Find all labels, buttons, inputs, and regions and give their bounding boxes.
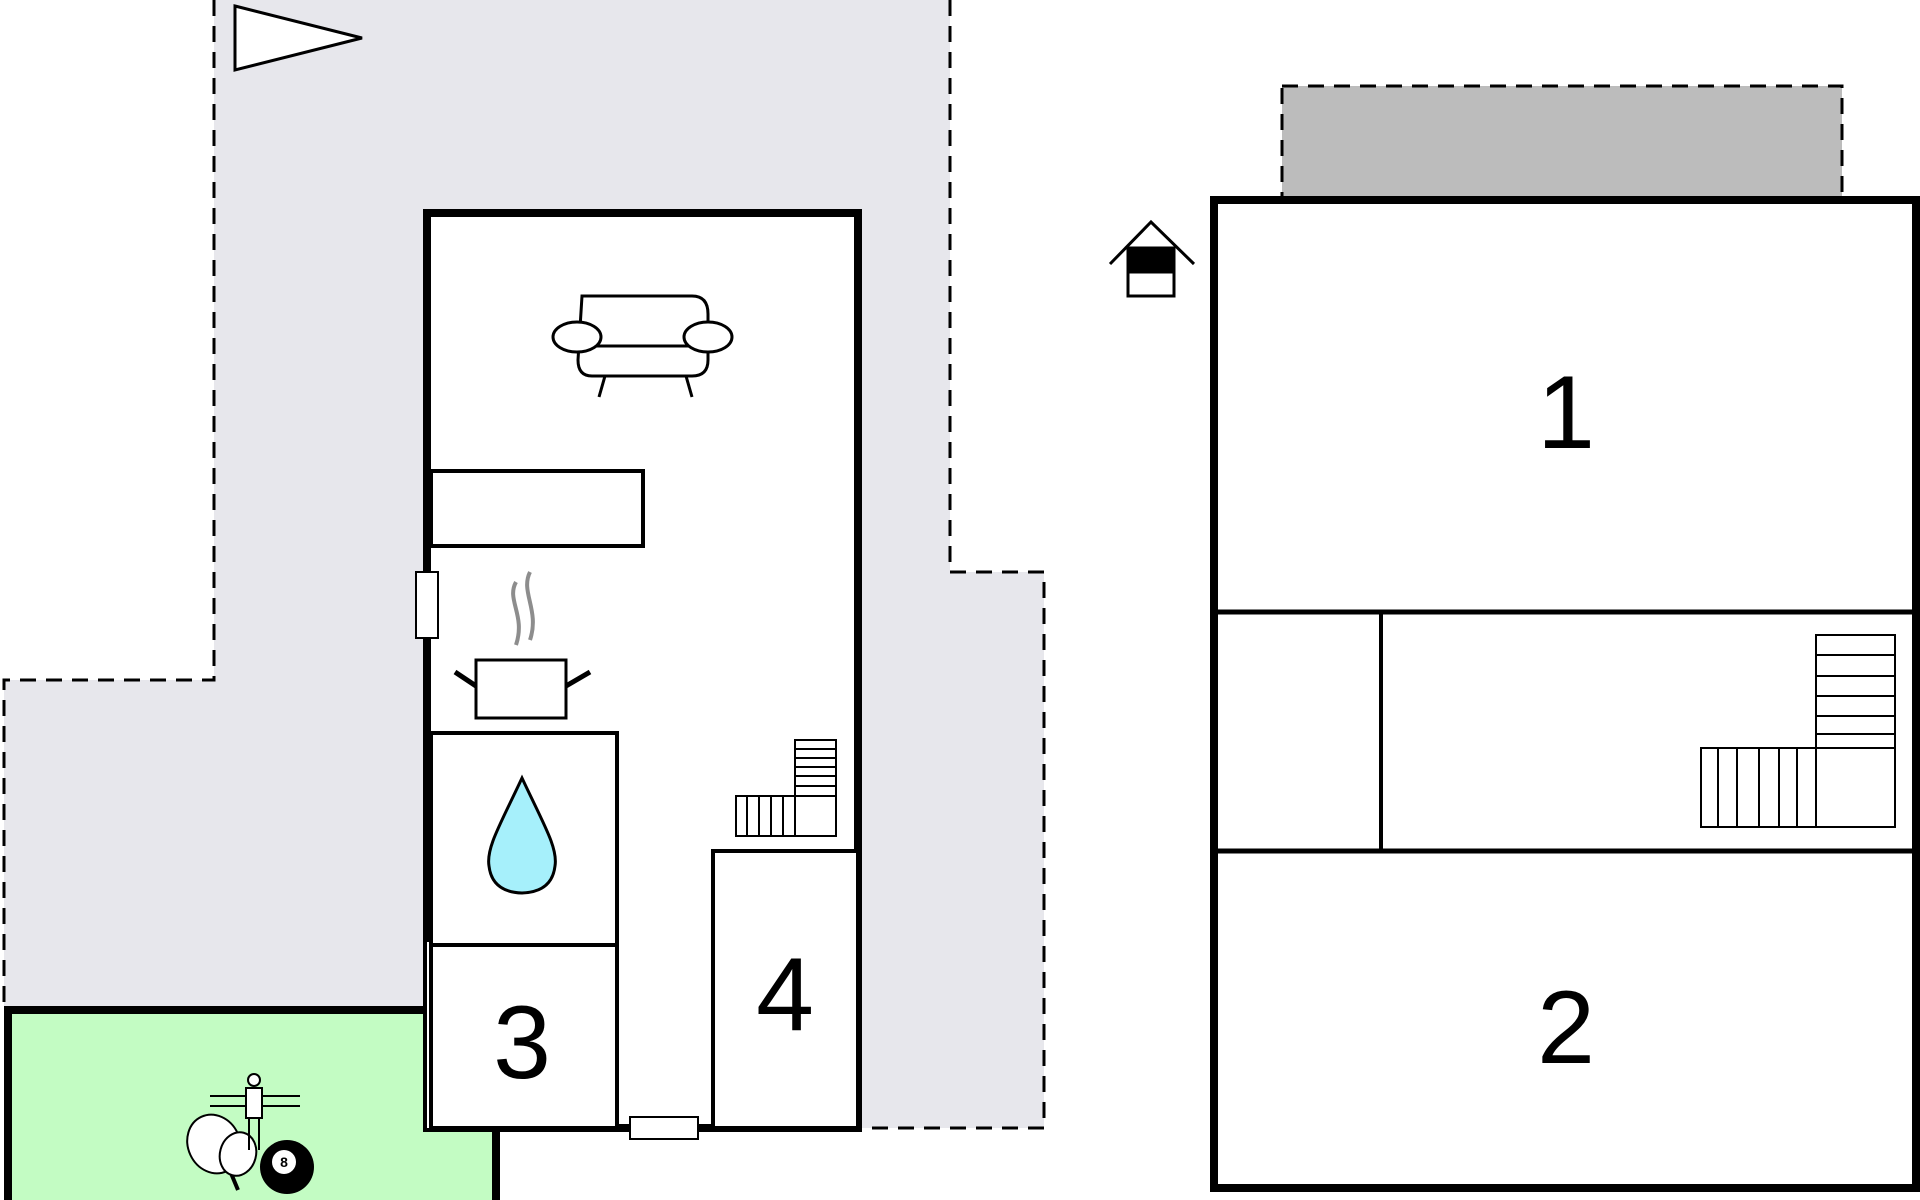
room-3 (429, 943, 619, 1130)
billiard-ball-icon: 8 (260, 1140, 314, 1194)
window-left (415, 571, 439, 639)
water-drop-icon (487, 774, 557, 895)
cooking-pot-icon (453, 571, 592, 720)
room-number-3: 3 (493, 985, 551, 1101)
room-4 (711, 849, 860, 1130)
terrace-outline (2, 0, 1046, 1130)
balcony (1280, 84, 1844, 200)
svg-text:8: 8 (280, 1154, 288, 1170)
house-icon (1108, 219, 1196, 298)
door-bottom (629, 1116, 699, 1140)
room-number-2: 2 (1537, 970, 1595, 1086)
kitchen-counter (429, 469, 645, 548)
north-arrow (233, 4, 363, 72)
sofa-icon (551, 294, 734, 398)
stairs-icon (1700, 634, 1896, 828)
upper-floor-outline (1210, 196, 1920, 1192)
table-tennis-icon (186, 1113, 258, 1191)
room-number-1: 1 (1537, 355, 1595, 471)
room-number-4: 4 (756, 937, 814, 1053)
stairs-icon (735, 739, 837, 837)
table-football-icon (210, 1073, 300, 1150)
